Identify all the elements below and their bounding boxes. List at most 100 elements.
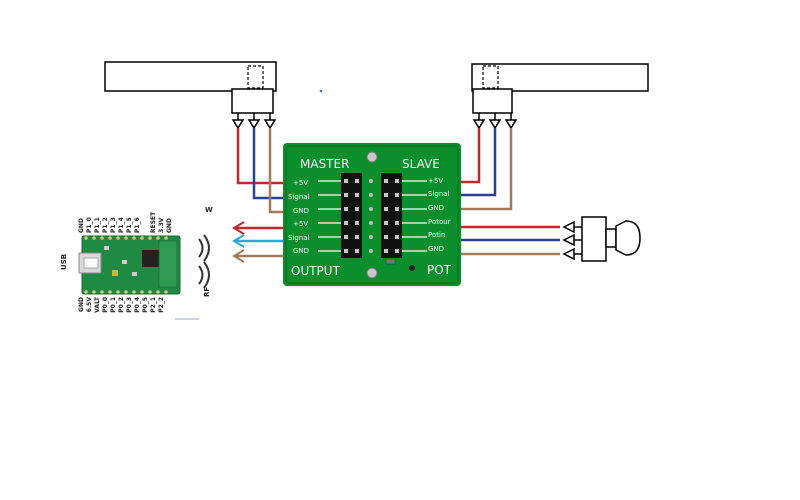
module-pin-label: P1_0 <box>86 217 93 233</box>
left-pin-label: Signal <box>288 193 310 201</box>
via <box>369 193 373 197</box>
module-pin-label: P1_5 <box>126 217 133 233</box>
header-gap <box>362 173 381 258</box>
module-pin <box>140 290 144 294</box>
servo-slave <box>471 63 649 130</box>
header-pin <box>384 235 388 239</box>
pin-header <box>341 173 362 258</box>
module-pin <box>100 236 104 240</box>
module-pin-label: P1_4 <box>118 217 125 233</box>
module-pin <box>116 236 120 240</box>
header-pin <box>355 193 359 197</box>
module-pin <box>156 236 160 240</box>
right-pin-label: GND <box>428 245 444 253</box>
module-pin-label: 3.3V <box>158 217 165 233</box>
servo-arrows <box>231 113 277 130</box>
header-pin <box>384 221 388 225</box>
usb-label: USB <box>60 254 68 270</box>
header-pin <box>344 221 348 225</box>
left-pin-label: GND <box>293 247 309 255</box>
top-pin-labels: GND P1_0 P1_1 P1_2 P1_3 P1_4 P1_5 P1_6 R… <box>78 211 173 233</box>
wire-blue <box>252 128 295 200</box>
header-pin <box>355 221 359 225</box>
right-pin-label: Signal <box>428 190 450 198</box>
module-pin-label: P0_1 <box>110 297 117 313</box>
wire-brown <box>450 128 513 211</box>
right-pin-label: Potour <box>428 218 451 226</box>
module-pin <box>132 290 136 294</box>
potentiometer <box>562 216 641 262</box>
module-pin <box>148 290 152 294</box>
wires-pot <box>450 225 560 256</box>
pot-label: POT <box>427 263 452 277</box>
left-pin-label: Signal <box>288 234 310 242</box>
module-pin <box>164 236 168 240</box>
servo-connector <box>472 88 513 114</box>
module-pin <box>124 236 128 240</box>
module-pin-label: P2_1 <box>150 297 157 313</box>
header-pin <box>395 249 399 253</box>
module-pin-label: P0_5 <box>142 297 149 313</box>
header-pin <box>384 249 388 253</box>
header-pin <box>384 179 388 183</box>
pin-header <box>381 173 402 258</box>
servo-arrows <box>472 113 518 130</box>
header-pin <box>355 235 359 239</box>
module-pin-label: RESET <box>150 211 157 233</box>
module-pin <box>92 236 96 240</box>
header-pin <box>384 193 388 197</box>
module-pin-label: GND <box>78 218 85 233</box>
header-pin <box>355 179 359 183</box>
slave-label: SLAVE <box>402 157 440 171</box>
bottom-pin-labels: GND 6.5V VALT P0_0 P0_1 P0_2 P0_3 P0_4 P… <box>78 296 165 313</box>
header-pin <box>395 221 399 225</box>
header-pin <box>344 193 348 197</box>
module-pin-label: P0_3 <box>126 297 133 313</box>
module-pin-label: GND <box>78 297 85 312</box>
module-pin-label: P0_0 <box>102 297 109 313</box>
servo-horn <box>482 65 499 89</box>
mounting-hole <box>366 151 378 163</box>
module-pin <box>148 236 152 240</box>
pin-rows <box>318 173 427 258</box>
header-pin <box>395 235 399 239</box>
header-pin <box>384 207 388 211</box>
output-label: OUTPUT <box>291 264 341 278</box>
module-pin-label: P1_3 <box>110 217 117 233</box>
header-pin <box>344 235 348 239</box>
antenna-letter: W <box>205 206 213 214</box>
chip <box>142 250 159 267</box>
header-pin <box>395 179 399 183</box>
right-pin-label: Potin <box>428 231 445 239</box>
wire-red <box>236 128 295 185</box>
pot-knob <box>615 220 641 256</box>
header-pin <box>355 249 359 253</box>
module-pin <box>124 290 128 294</box>
module-pin-label: P1_2 <box>102 217 109 233</box>
module-pin <box>100 290 104 294</box>
left-pin-labels: +5V Signal GND +5V Signal GND <box>288 179 310 255</box>
module-pin <box>92 290 96 294</box>
header-pin <box>344 249 348 253</box>
servo-connector <box>231 88 274 114</box>
module-pin <box>132 236 136 240</box>
module-pin <box>108 290 112 294</box>
module-pin-label: 6.5V <box>86 297 93 313</box>
module-pin-label: P1_1 <box>94 217 101 233</box>
via <box>369 207 373 211</box>
servo-body <box>471 63 649 92</box>
left-pin-label: GND <box>293 207 309 215</box>
module-pin-label: VALT <box>94 296 101 313</box>
wire-blue <box>450 128 497 197</box>
module-pin <box>116 290 120 294</box>
header-pin <box>395 193 399 197</box>
via <box>369 249 373 253</box>
pot-body <box>581 216 607 262</box>
smd-component <box>409 265 415 271</box>
rf-label: RF <box>203 287 211 297</box>
module-pin <box>164 290 168 294</box>
module-pin <box>108 236 112 240</box>
module-pin-label: P0_4 <box>134 297 141 313</box>
servo-body <box>104 61 277 92</box>
